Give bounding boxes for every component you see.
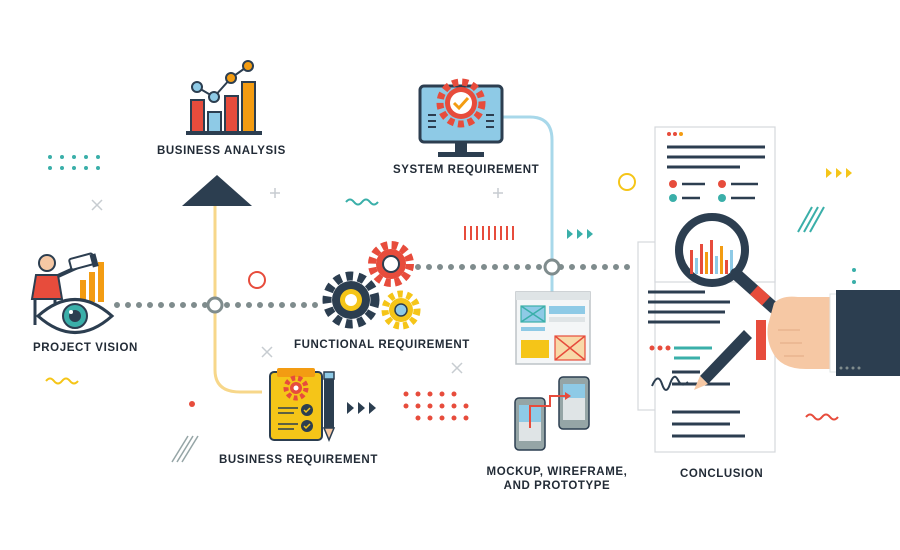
label-project-vision: PROJECT VISION bbox=[33, 342, 138, 354]
junction-node bbox=[543, 258, 561, 276]
clipboard-checklist-icon bbox=[269, 368, 323, 441]
junction-node bbox=[206, 296, 224, 314]
decorations bbox=[45, 155, 856, 463]
label-functional-requirement: FUNCTIONAL REQUIREMENT bbox=[294, 339, 470, 351]
phones-prototype-icon bbox=[514, 376, 590, 451]
bar-chart-icon bbox=[186, 60, 262, 135]
label-mockup-wireframe-prototype: MOCKUP, WIREFRAME, AND PROTOTYPE bbox=[486, 466, 628, 492]
up-triangle-arrow-icon bbox=[182, 175, 252, 206]
person-telescope-icon bbox=[30, 252, 104, 325]
pen-icon bbox=[694, 330, 752, 390]
label-system-requirement: SYSTEM REQUIREMENT bbox=[393, 164, 540, 176]
wireframe-icon bbox=[515, 291, 591, 365]
pencil-icon bbox=[322, 371, 336, 442]
label-business-requirement: BUSINESS REQUIREMENT bbox=[219, 454, 378, 466]
label-business-analysis: BUSINESS ANALYSIS bbox=[157, 145, 286, 157]
label-conclusion: CONCLUSION bbox=[680, 468, 764, 480]
eye-icon bbox=[35, 298, 115, 334]
monitor-gear-icon bbox=[418, 78, 504, 157]
magnifier-icon bbox=[675, 213, 780, 314]
connectors bbox=[114, 115, 633, 394]
gears-icon bbox=[322, 241, 421, 330]
hand-icon bbox=[767, 290, 900, 376]
